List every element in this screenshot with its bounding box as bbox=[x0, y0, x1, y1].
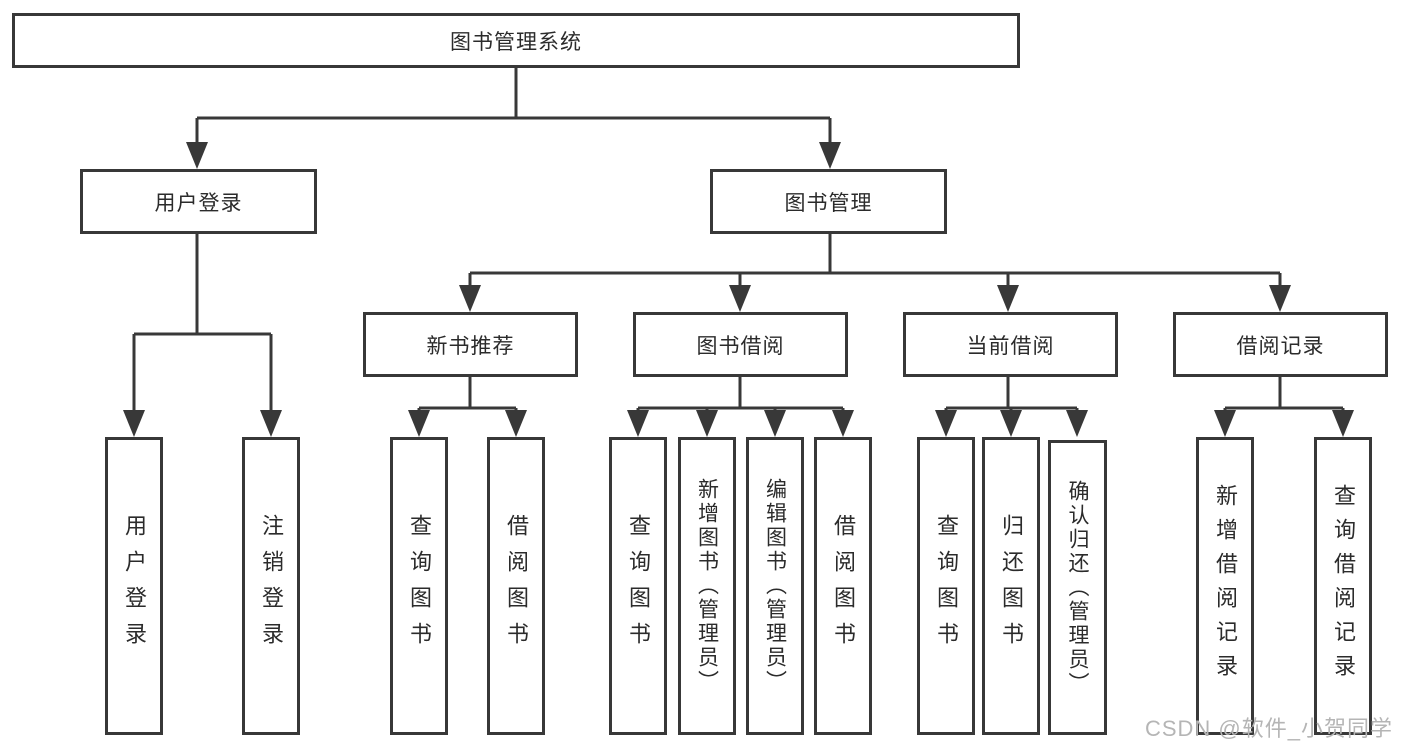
node-book-management: 图书管理 bbox=[710, 169, 947, 234]
leaf-current-query-books-label: 查询图书 bbox=[934, 514, 959, 658]
leaf-borrow-query-books: 查询图书 bbox=[609, 437, 667, 735]
node-borrow-records: 借阅记录 bbox=[1173, 312, 1388, 377]
leaf-user-login: 用户登录 bbox=[105, 437, 163, 735]
leaf-add-book-admin: 新增图书（管理员） bbox=[678, 437, 736, 735]
leaf-confirm-return-admin-label: 确认归还（管理员） bbox=[1066, 479, 1089, 696]
leaf-add-book-admin-label: 新增图书（管理员） bbox=[695, 478, 719, 694]
leaf-borrow-query-books-label: 查询图书 bbox=[626, 514, 651, 658]
leaf-logout: 注销登录 bbox=[242, 437, 300, 735]
leaf-recommend-query-books-label: 查询图书 bbox=[407, 514, 432, 658]
leaf-user-login-label: 用户登录 bbox=[122, 514, 147, 658]
leaf-edit-book-admin: 编辑图书（管理员） bbox=[746, 437, 804, 735]
node-book-borrow: 图书借阅 bbox=[633, 312, 848, 377]
leaf-edit-book-admin-label: 编辑图书（管理员） bbox=[763, 478, 787, 694]
leaf-recommend-query-books: 查询图书 bbox=[390, 437, 448, 735]
leaf-borrow-books-label: 借阅图书 bbox=[831, 514, 856, 658]
node-user-login: 用户登录 bbox=[80, 169, 317, 234]
node-current-borrow: 当前借阅 bbox=[903, 312, 1118, 377]
leaf-current-query-books: 查询图书 bbox=[917, 437, 975, 735]
leaf-recommend-borrow-books: 借阅图书 bbox=[487, 437, 545, 735]
leaf-return-books: 归还图书 bbox=[982, 437, 1040, 735]
leaf-borrow-books: 借阅图书 bbox=[814, 437, 872, 735]
leaf-query-borrow-record-label: 查询借阅记录 bbox=[1331, 484, 1356, 688]
leaf-add-borrow-record-label: 新增借阅记录 bbox=[1213, 484, 1238, 688]
node-system-root: 图书管理系统 bbox=[12, 13, 1020, 68]
leaf-return-books-label: 归还图书 bbox=[999, 514, 1024, 658]
leaf-add-borrow-record: 新增借阅记录 bbox=[1196, 437, 1254, 735]
node-new-book-recommend: 新书推荐 bbox=[363, 312, 578, 377]
csdn-watermark: CSDN @软件_小贺同学 bbox=[1144, 716, 1393, 741]
leaf-confirm-return-admin: 确认归还（管理员） bbox=[1048, 440, 1107, 735]
leaf-query-borrow-record: 查询借阅记录 bbox=[1314, 437, 1372, 735]
arrowheads bbox=[123, 142, 1354, 437]
leaf-logout-label: 注销登录 bbox=[259, 514, 284, 658]
leaf-recommend-borrow-books-label: 借阅图书 bbox=[504, 514, 529, 658]
